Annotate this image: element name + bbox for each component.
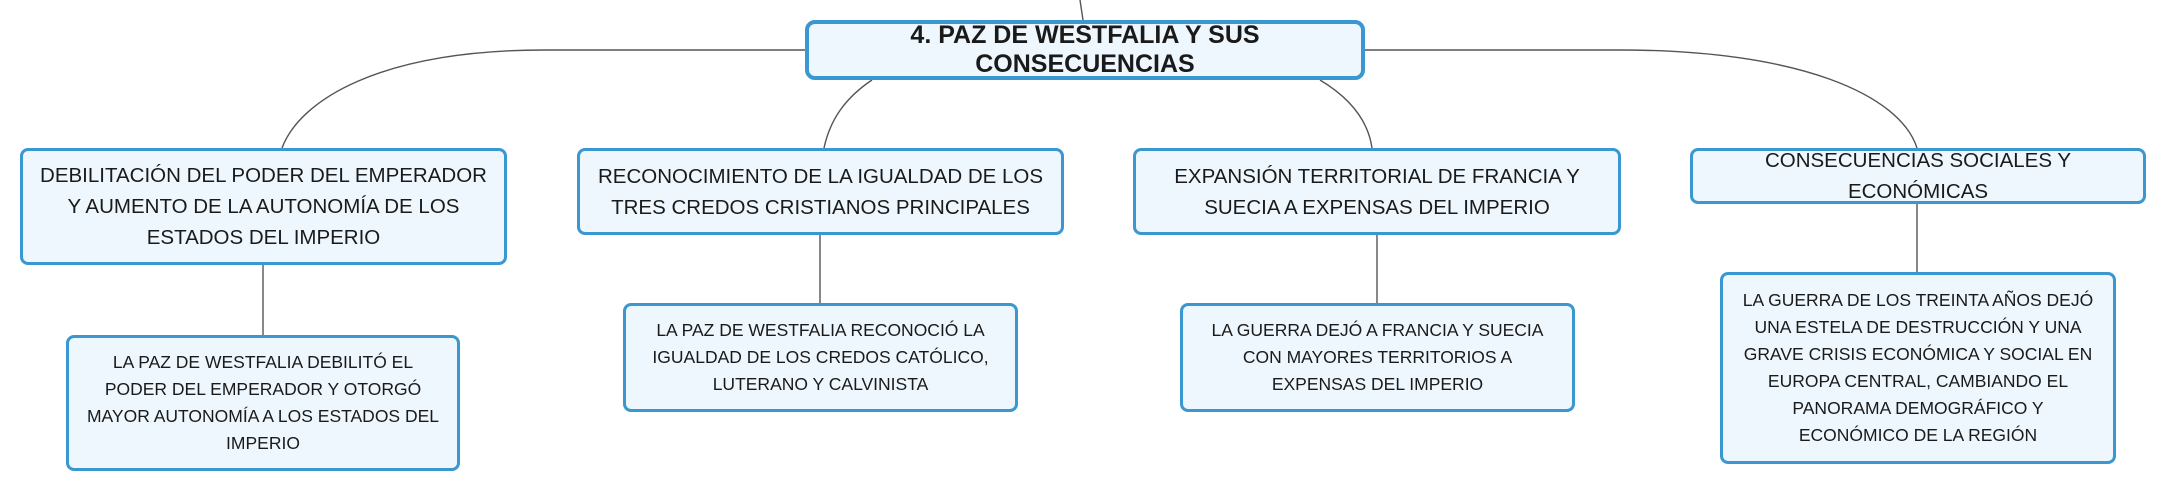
connector-root-branch-3 (1319, 79, 1373, 149)
root-parent-connector (1079, 0, 1084, 21)
connector-root-branch-2 (823, 79, 873, 149)
branch-topic-label: EXPANSIÓN TERRITORIAL DE FRANCIA Y SUECI… (1174, 164, 1580, 219)
detail-topic-label: LA GUERRA DE LOS TREINTA AÑOS DEJÓ UNA E… (1742, 290, 2094, 445)
detail-topic-4[interactable]: LA GUERRA DE LOS TREINTA AÑOS DEJÓ UNA E… (1720, 272, 2116, 464)
connector-root-branch-1 (281, 49, 805, 149)
branch-topic-label: CONSECUENCIAS SOCIALES Y ECONÓMICAS (1764, 149, 2072, 203)
connector-root-branch-4 (1365, 49, 1918, 149)
branch-topic-label: DEBILITACIÓN DEL PODER DEL EMPERADOR Y A… (40, 164, 487, 249)
root-topic-label: 4. PAZ DE WESTFALIA Y SUS CONSECUENCIAS (910, 21, 1260, 78)
detail-topic-1[interactable]: LA PAZ DE WESTFALIA DEBILITÓ EL PODER DE… (66, 335, 460, 471)
branch-topic-2[interactable]: RECONOCIMIENTO DE LA IGUALDAD DE LOS TRE… (577, 148, 1064, 235)
detail-topic-label: LA GUERRA DEJÓ A FRANCIA Y SUECIA CON MA… (1211, 320, 1544, 394)
detail-topic-label: LA PAZ DE WESTFALIA DEBILITÓ EL PODER DE… (86, 352, 440, 453)
detail-topic-3[interactable]: LA GUERRA DEJÓ A FRANCIA Y SUECIA CON MA… (1180, 303, 1575, 412)
branch-topic-label: RECONOCIMIENTO DE LA IGUALDAD DE LOS TRE… (597, 164, 1044, 219)
branch-topic-1[interactable]: DEBILITACIÓN DEL PODER DEL EMPERADOR Y A… (20, 148, 507, 265)
root-topic[interactable]: 4. PAZ DE WESTFALIA Y SUS CONSECUENCIAS (805, 20, 1365, 80)
branch-topic-4[interactable]: CONSECUENCIAS SOCIALES Y ECONÓMICAS (1690, 148, 2146, 204)
detail-topic-label: LA PAZ DE WESTFALIA RECONOCIÓ LA IGUALDA… (652, 320, 989, 394)
detail-topic-2[interactable]: LA PAZ DE WESTFALIA RECONOCIÓ LA IGUALDA… (623, 303, 1018, 412)
branch-topic-3[interactable]: EXPANSIÓN TERRITORIAL DE FRANCIA Y SUECI… (1133, 148, 1621, 235)
